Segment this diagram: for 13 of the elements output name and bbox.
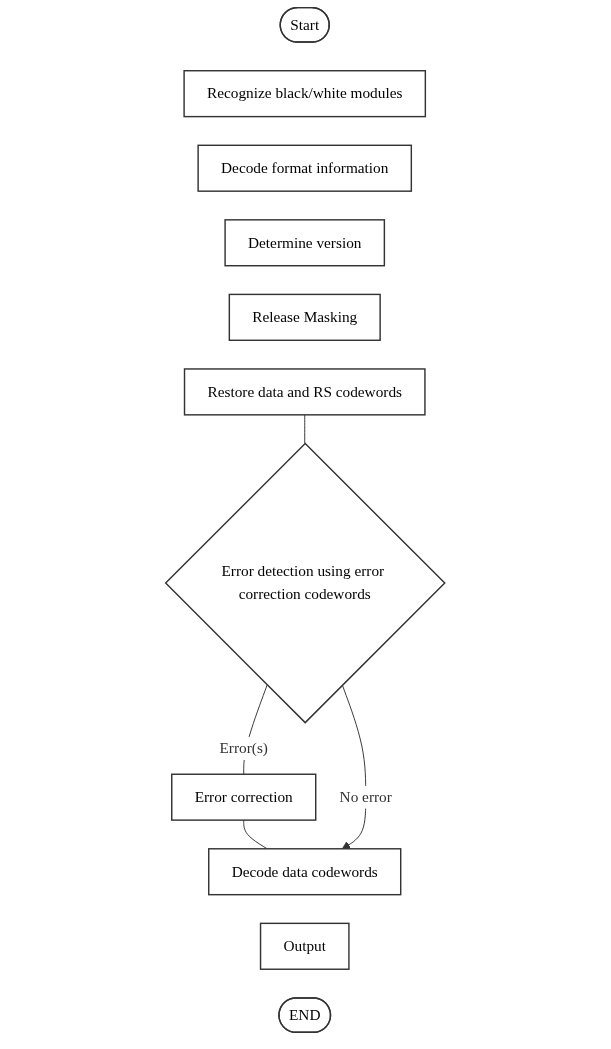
node-box: Determine version: [224, 219, 386, 267]
node-box: Error correction: [171, 773, 317, 821]
node-box: Recognize black/white modules: [183, 70, 427, 118]
node-diamond: Error detection using error correction codewords: [164, 442, 447, 724]
connector: [243, 819, 268, 850]
edge-label: Error(s): [219, 739, 269, 757]
node-box: Decode data codewords: [208, 848, 402, 896]
node-box: Release Masking: [228, 293, 382, 341]
edge-label: No error: [339, 788, 393, 805]
node-box: Decode format information: [197, 144, 413, 192]
node-box: Restore data and RS codewords: [184, 368, 426, 416]
node-box: Output: [260, 922, 350, 970]
connector: [304, 414, 306, 444]
